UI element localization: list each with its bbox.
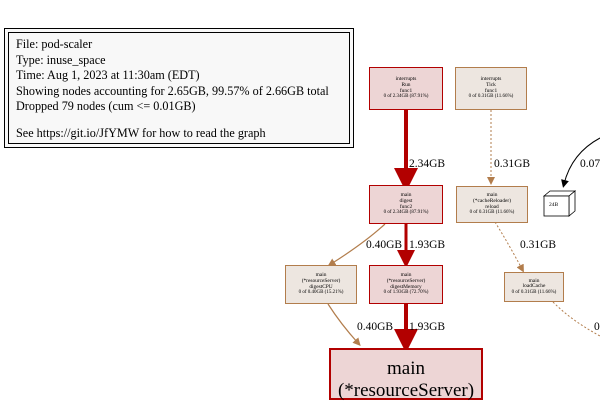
node-pkg: main bbox=[528, 277, 540, 284]
legend-help: See https://git.io/JfYMW for how to read… bbox=[16, 125, 266, 140]
node-name: (*resourceServer) bbox=[337, 380, 475, 401]
node-name: (*cacheReloader) bbox=[472, 198, 511, 205]
legend-type: Type: inuse_space bbox=[16, 52, 106, 67]
node-pkg: interrupts bbox=[395, 76, 417, 83]
profile-info-box: File: pod-scaler Type: inuse_space Time:… bbox=[4, 28, 354, 148]
node-interrupts-run[interactable]: interrupts Run func1 0 of 2.34GB (87.91%… bbox=[369, 67, 443, 110]
edge-label-run-to-digest: 2.34GB bbox=[409, 158, 446, 170]
node-pkg: main bbox=[315, 272, 327, 279]
legend-dropped: Dropped 79 nodes (cum <= 0.01GB) bbox=[16, 99, 196, 113]
node-pkg: main bbox=[400, 272, 412, 279]
node-stat: 0 of 0.31GB (11.66%) bbox=[469, 210, 515, 216]
legend-time: Time: Aug 1, 2023 at 11:30am (EDT) bbox=[16, 68, 200, 82]
node-stat: 0 of 0.31GB (11.66%) bbox=[511, 290, 557, 296]
legend-showing: Showing nodes accounting for 2.65GB, 99.… bbox=[16, 83, 329, 98]
edge-digestcpu-to-resourceserver bbox=[327, 303, 361, 346]
node-func: reload bbox=[485, 203, 499, 210]
edge-reload-to-loadcache bbox=[494, 221, 524, 273]
edge-label-reload-to-loadcache: 0.31GB bbox=[520, 239, 557, 251]
edge-label-offscreen-right: 0 bbox=[594, 321, 600, 333]
node-stat: 0 of 0.31GB (11.66%) bbox=[468, 94, 514, 100]
node-pkg: main bbox=[486, 192, 498, 199]
edge-offscreen-to-membox bbox=[561, 137, 600, 188]
edge-label-digestmemory-to-resourceserver: 1.93GB bbox=[409, 321, 446, 333]
edge-label-digest-to-digestcpu: 0.40GB bbox=[366, 239, 403, 251]
node-name: Tick bbox=[486, 82, 496, 89]
node-main-resourceserver-digestmemory[interactable]: main (*resourceServer) digestMemory 0 of… bbox=[369, 265, 443, 304]
edge-label-tick-to-reload: 0.31GB bbox=[494, 158, 531, 170]
memory-block-label: 24B bbox=[549, 202, 559, 208]
edge-label-digestcpu-to-resourceserver: 0.40GB bbox=[357, 321, 394, 333]
node-pkg: main bbox=[400, 192, 412, 199]
legend-file: File: pod-scaler bbox=[16, 37, 93, 51]
node-main-digest[interactable]: main digest func2 0 of 2.34GB (87.91%) bbox=[369, 185, 443, 224]
node-main-resourceserver-digestcpu[interactable]: main (*resourceServer) digestCPU 0 of 0.… bbox=[285, 265, 357, 304]
edge-label-digest-to-digestmemory: 1.93GB bbox=[409, 239, 446, 251]
node-name: Run bbox=[401, 82, 411, 89]
node-func: func1 bbox=[484, 87, 498, 94]
node-func: func1 bbox=[399, 87, 413, 94]
node-interrupts-tick[interactable]: interrupts Tick func1 0 of 0.31GB (11.66… bbox=[455, 67, 527, 110]
node-main-resourceserver[interactable]: main (*resourceServer) bbox=[329, 348, 483, 401]
node-stat: 0 of 2.34GB (87.91%) bbox=[383, 94, 429, 100]
node-name: (*resourceServer) bbox=[386, 278, 426, 285]
edge-loadcache-offscreen bbox=[552, 301, 600, 337]
node-func: digestCPU bbox=[309, 283, 333, 290]
node-main-cachereloader-reload[interactable]: main (*cacheReloader) reload 0 of 0.31GB… bbox=[456, 186, 528, 223]
node-name: loadCache bbox=[522, 283, 546, 290]
node-pkg: main bbox=[387, 358, 425, 379]
node-stat: 0 of 0.40GB (15.21%) bbox=[298, 290, 344, 296]
node-stat: 0 of 2.34GB (87.91%) bbox=[383, 210, 429, 216]
node-stat: 0 of 1.93GB (72.70%) bbox=[383, 290, 429, 296]
node-name: (*resourceServer) bbox=[301, 278, 341, 285]
node-name: digest bbox=[399, 198, 413, 205]
node-func: func2 bbox=[399, 203, 413, 210]
edge-digest-to-digestcpu bbox=[327, 223, 386, 267]
node-main-loadcache[interactable]: main loadCache 0 of 0.31GB (11.66%) bbox=[504, 272, 564, 302]
node-pkg: interrupts bbox=[480, 76, 502, 83]
memory-block-24b bbox=[542, 190, 577, 217]
node-func: digestMemory bbox=[390, 283, 422, 290]
edge-label-offscreen-top-right: 0.07 bbox=[580, 158, 600, 170]
